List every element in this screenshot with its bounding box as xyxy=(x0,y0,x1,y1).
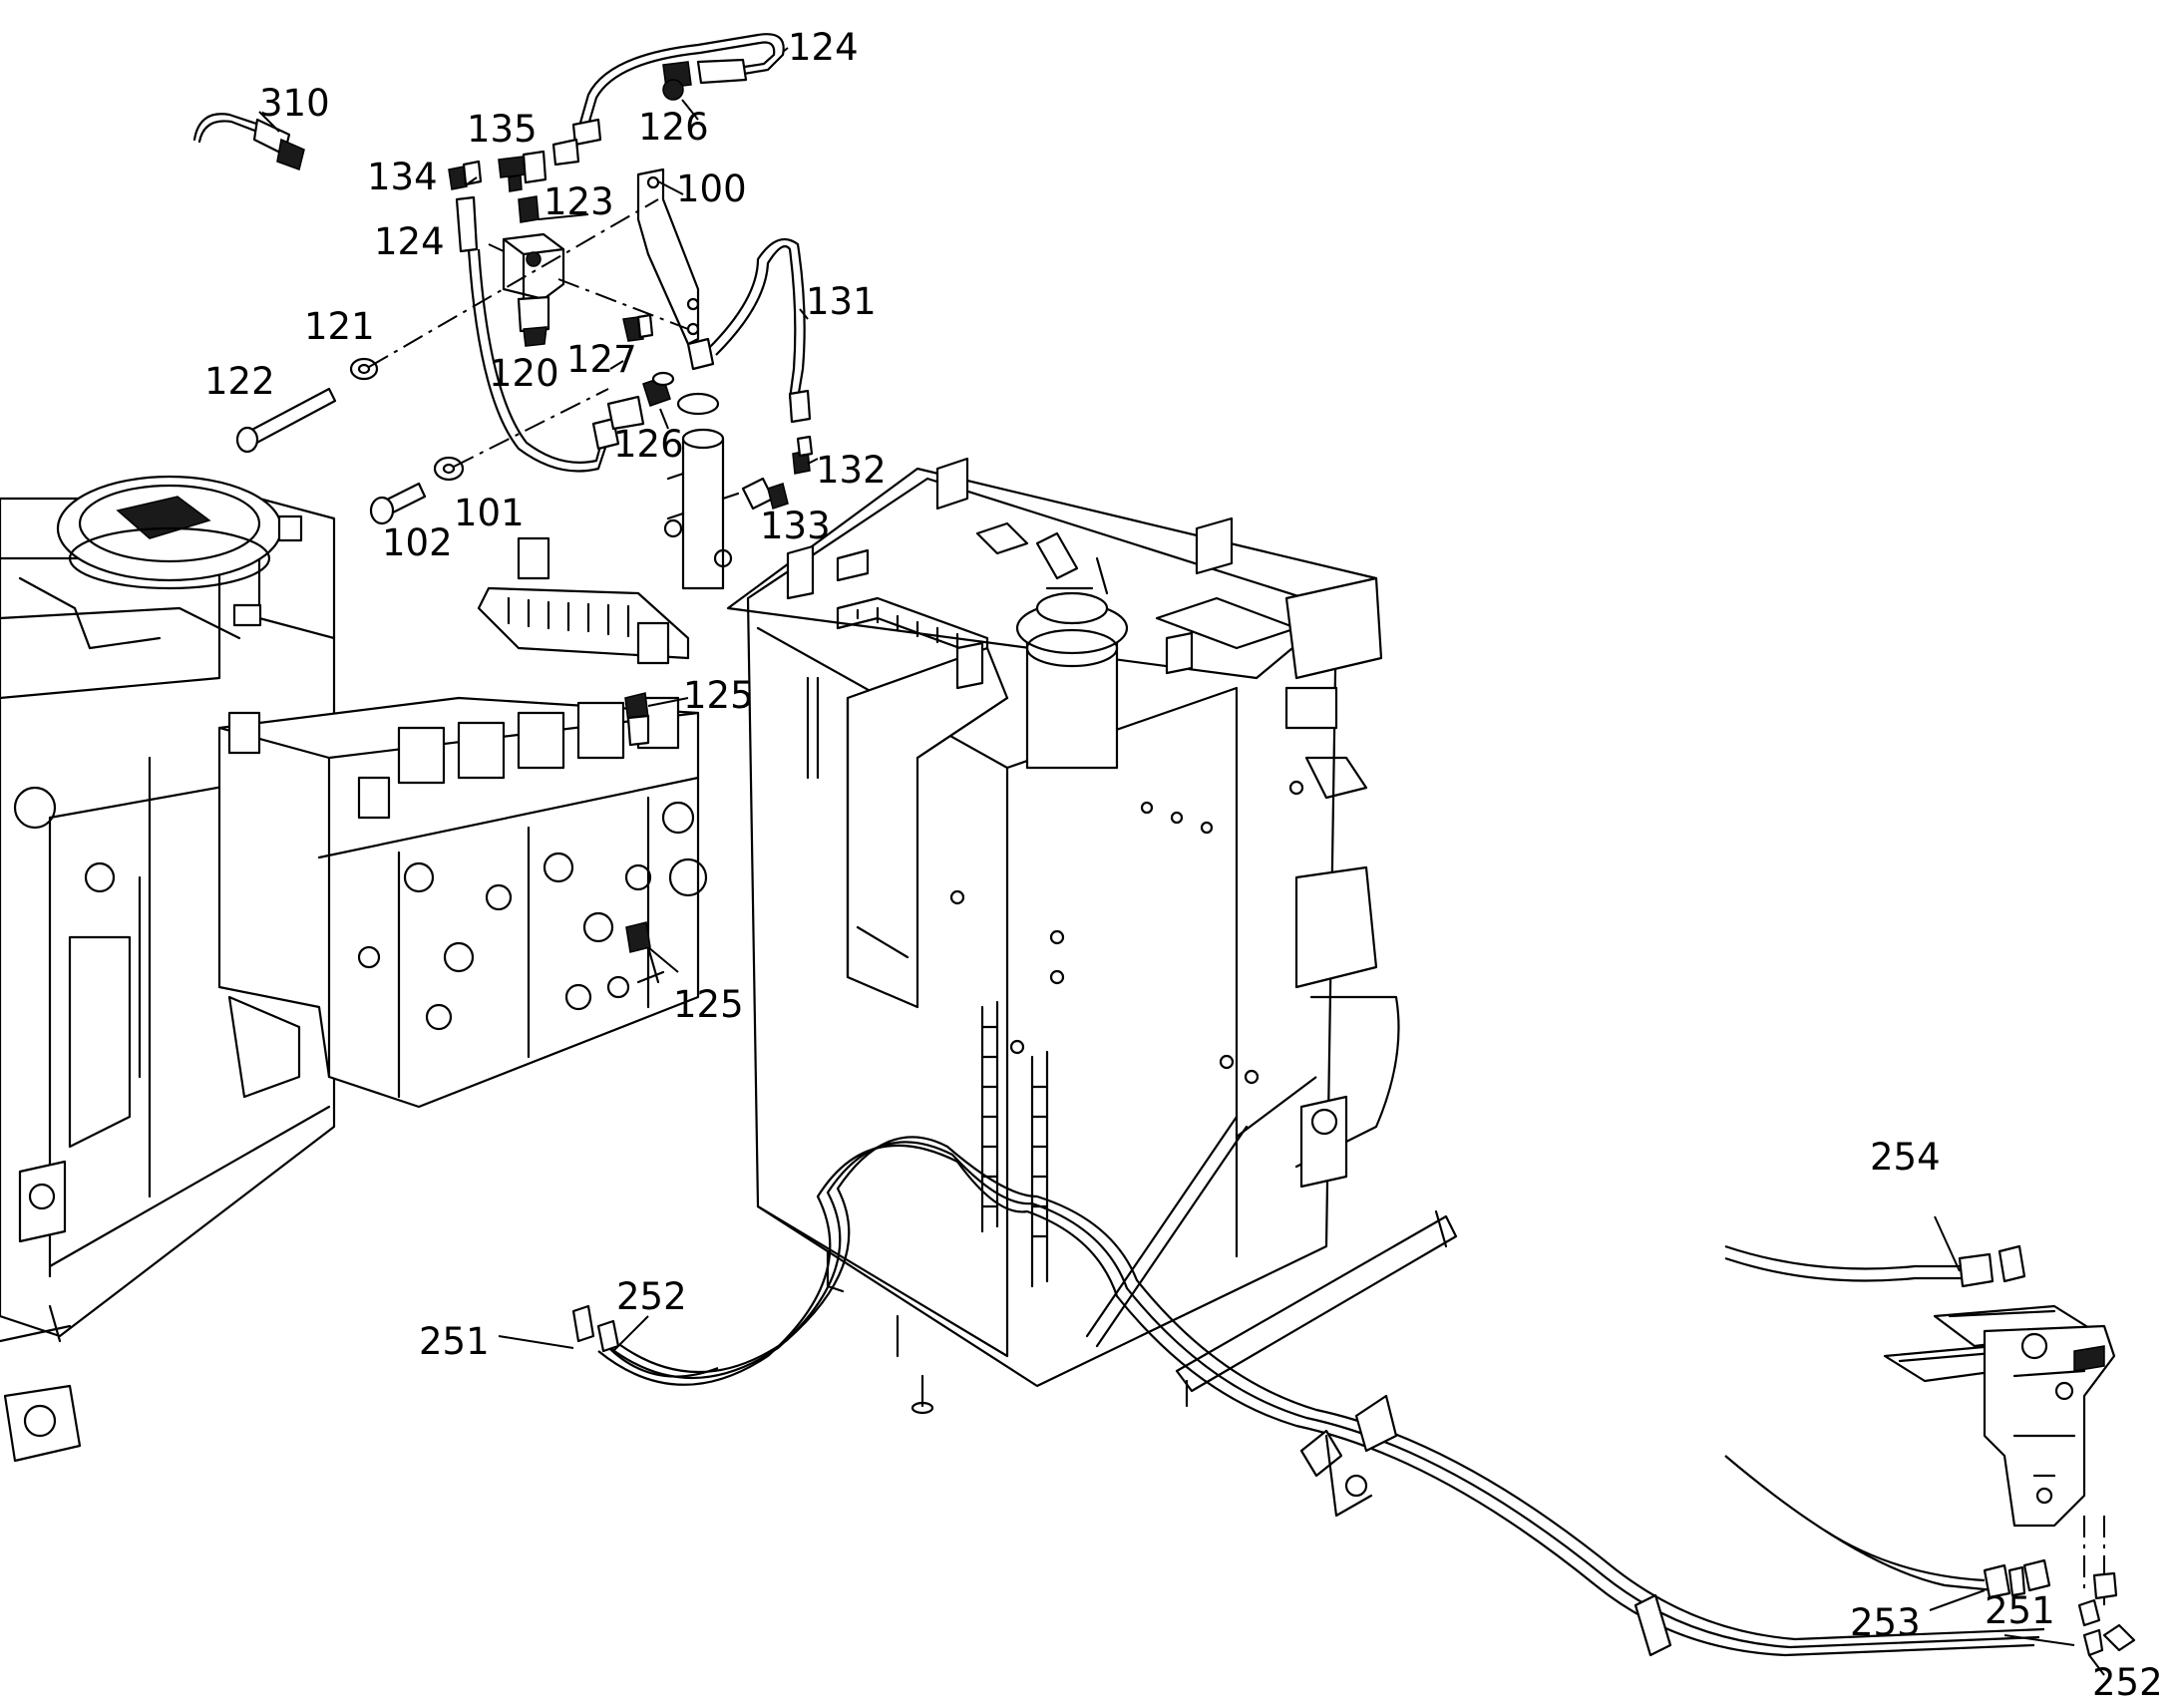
part-124-hose-top xyxy=(551,33,785,167)
valve-ports xyxy=(357,801,708,1031)
callout-125-top: 125 xyxy=(683,674,754,717)
callout-127: 127 xyxy=(566,338,637,381)
tank-racks xyxy=(806,676,1249,1348)
part-125-fittings xyxy=(624,692,651,953)
callout-123: 123 xyxy=(544,180,614,223)
hydraulic-tank xyxy=(726,457,1400,1415)
callout-131: 131 xyxy=(806,280,877,323)
tank-holes xyxy=(949,780,1304,1085)
callout-121: 121 xyxy=(304,305,375,348)
callout-251-left: 251 xyxy=(419,1320,490,1363)
mounting-rail xyxy=(1175,1209,1458,1408)
part-123-fitting xyxy=(518,195,540,223)
callout-100: 100 xyxy=(676,168,747,210)
part-131-hose xyxy=(686,237,812,424)
part-121-washer xyxy=(349,357,379,381)
callout-124-left: 124 xyxy=(374,220,445,263)
callout-133: 133 xyxy=(760,505,831,547)
hose-run-bottom xyxy=(597,1076,2045,1657)
callout-253: 253 xyxy=(1850,1601,1921,1644)
callout-120: 120 xyxy=(489,352,559,395)
part-133-fitting xyxy=(741,477,789,511)
pedal-assembly xyxy=(1883,1304,2116,1605)
part-102-bolt xyxy=(369,482,427,525)
control-valve-block xyxy=(217,536,708,1109)
part-251-252-fittings xyxy=(571,1304,620,1353)
part-101-washer xyxy=(433,456,465,482)
dash-center-lines xyxy=(368,198,689,468)
part-122-bolt xyxy=(235,387,337,454)
hose-clamps xyxy=(1299,1394,1672,1657)
part-127-fitting xyxy=(622,313,654,342)
part-135-tee xyxy=(498,150,547,192)
callout-125-bottom: 125 xyxy=(673,983,744,1026)
callout-252-right: 252 xyxy=(2092,1661,2163,1704)
valve-mounting-bracket xyxy=(477,586,690,660)
callout-310: 310 xyxy=(259,82,330,125)
part-120-valve xyxy=(502,232,565,347)
callout-126-mid: 126 xyxy=(613,423,684,466)
callout-124-top: 124 xyxy=(788,26,859,69)
callout-254: 254 xyxy=(1870,1136,1941,1179)
callout-126-top: 126 xyxy=(638,106,709,149)
callout-252-left: 252 xyxy=(616,1275,687,1318)
part-126-fitting-mid xyxy=(642,371,675,407)
part-132-fitting xyxy=(792,435,814,475)
callout-132: 132 xyxy=(816,449,887,492)
leader-lines xyxy=(258,47,2105,1676)
chute-panel xyxy=(846,646,1009,1009)
callout-102: 102 xyxy=(382,521,453,564)
part-310-sensor xyxy=(192,113,305,171)
callout-122: 122 xyxy=(204,360,275,403)
left-frame xyxy=(0,475,336,1463)
callout-labels: 310 124 135 126 134 123 100 124 131 121 … xyxy=(204,26,2163,1704)
part-134-fitting xyxy=(448,160,483,190)
tank-filter xyxy=(1015,531,1129,770)
pedal-fittings xyxy=(2022,1558,2136,1657)
callout-135: 135 xyxy=(467,108,538,151)
callout-134: 134 xyxy=(367,156,438,198)
pedal-hoses xyxy=(1724,1244,2026,1599)
tank-blocks xyxy=(786,457,1234,690)
tank-side-brackets xyxy=(1284,576,1400,1189)
part-126-fitting-top xyxy=(662,61,692,101)
callout-101: 101 xyxy=(454,492,525,534)
part-124-hose-left xyxy=(455,195,645,473)
filter-housing-column xyxy=(663,392,740,590)
callout-251-right: 251 xyxy=(1985,1589,2055,1632)
